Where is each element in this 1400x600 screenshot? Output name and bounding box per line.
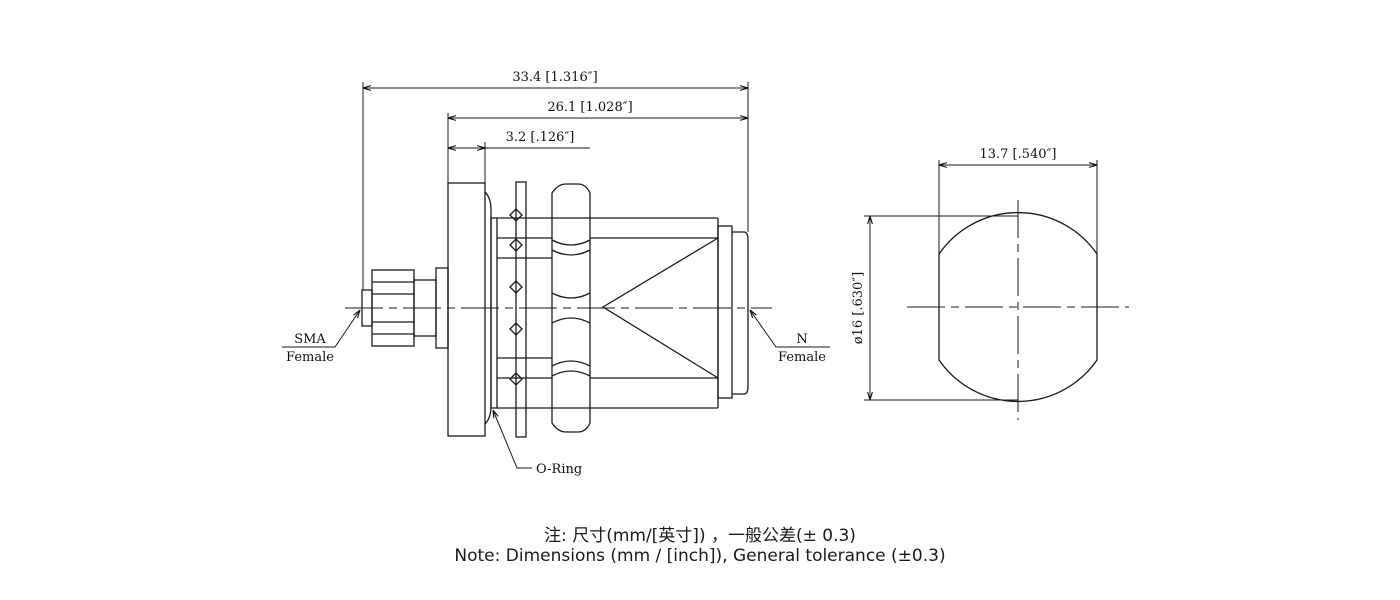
label-sma-female: Female xyxy=(286,350,334,365)
leader-n xyxy=(750,310,830,348)
label-n: N xyxy=(796,332,807,347)
leader-sma xyxy=(282,310,360,348)
dim-text-flange: 3.2 [.126″] xyxy=(506,130,575,145)
hex-body xyxy=(590,218,719,408)
dim-text-body: 26.1 [1.028″] xyxy=(547,100,632,115)
dim-text-overall: 33.4 [1.316″] xyxy=(512,70,597,85)
flange xyxy=(447,182,492,437)
label-n-female: Female xyxy=(778,350,826,365)
note-chinese: 注: 尺寸(mm/[英寸]) ，一般公差(± 0.3) xyxy=(544,526,856,546)
o-ring xyxy=(490,217,498,409)
note-english: Note: Dimensions (mm / [inch]), General … xyxy=(454,546,946,566)
label-oring: O-Ring xyxy=(536,462,582,477)
thread-body xyxy=(497,217,718,409)
dim-text-diameter: ø16 [.630″] xyxy=(851,272,866,344)
label-sma: SMA xyxy=(294,332,326,347)
sma-jack xyxy=(361,267,449,349)
n-interface xyxy=(717,225,749,399)
hex-nut xyxy=(551,183,591,433)
dim-text-flat: 13.7 [.540″] xyxy=(979,147,1056,162)
leader-oring xyxy=(493,410,532,469)
end-view xyxy=(907,200,1129,420)
lock-washer xyxy=(509,181,527,438)
